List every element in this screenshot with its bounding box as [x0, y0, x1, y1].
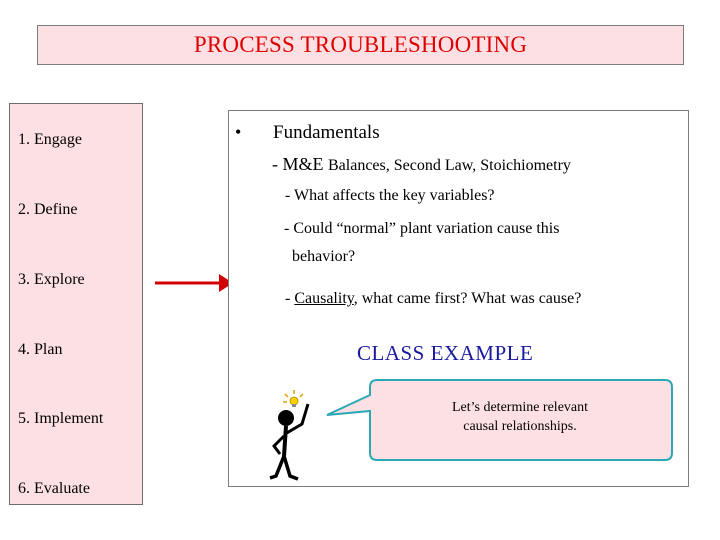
fundamentals-detail: - M&E Balances, Second Law, Stoichiometr…	[272, 154, 571, 175]
arrow-right-icon	[155, 274, 233, 292]
step-engage: 1. Engage	[18, 131, 82, 148]
fundamentals-heading: Fundamentals	[273, 122, 380, 143]
step-implement: 5. Implement	[18, 410, 104, 427]
page-title: PROCESS TROUBLESHOOTING	[193, 32, 528, 57]
callout-text: Let’s determine relevant causal relation…	[370, 398, 670, 436]
thinking-person-icon	[269, 390, 310, 481]
class-example-heading: CLASS EXAMPLE	[357, 341, 534, 365]
plant-variation-line: - Could “normal” plant variation cause t…	[284, 220, 560, 237]
plant-variation-line-continued: behavior?	[292, 248, 356, 265]
callout-line-1: Let’s determine relevant	[451, 400, 589, 415]
key-variables-line: - What affects the key variables?	[285, 187, 495, 204]
causality-prefix: -	[285, 290, 295, 307]
step-evaluate: 6. Evaluate	[18, 480, 90, 497]
steps-panel	[9, 103, 143, 505]
bullet-marker: •	[235, 122, 242, 142]
fundamentals-detail-rest: Balances, Second Law, Stoichiometry	[328, 157, 571, 174]
title-banner: PROCESS TROUBLESHOOTING	[37, 25, 684, 65]
causality-word: Causality	[294, 290, 354, 307]
lightbulb-icon	[283, 390, 304, 407]
step-define: 2. Define	[18, 201, 78, 218]
fundamentals-detail-prefix: - M&E	[272, 154, 328, 174]
callout-line-2: causal relationships.	[463, 419, 577, 434]
causality-line: - Causality, what came first? What was c…	[285, 290, 581, 308]
causality-rest: , what came first? What was cause?	[353, 290, 582, 307]
step-plan: 4. Plan	[18, 341, 63, 358]
step-explore: 3. Explore	[18, 271, 85, 288]
speech-callout	[326, 379, 673, 461]
